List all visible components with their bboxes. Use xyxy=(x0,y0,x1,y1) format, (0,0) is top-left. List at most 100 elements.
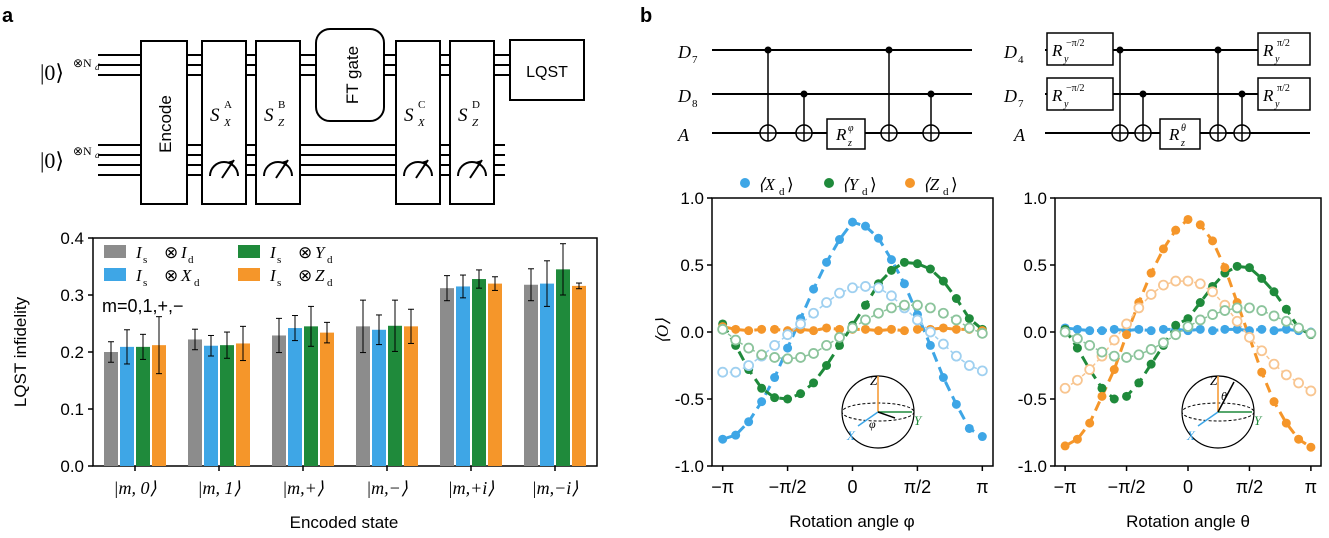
data-point xyxy=(1060,441,1070,451)
data-point xyxy=(821,339,832,351)
sxa-box xyxy=(201,40,247,205)
szb-sup: B xyxy=(278,99,285,111)
scatter-ytick-label: 1.0 xyxy=(1023,189,1047,208)
meter-arc-icon xyxy=(263,161,293,177)
data-point xyxy=(1257,367,1267,377)
ry-minus-1-sub: y xyxy=(1063,54,1069,65)
rz-theta-sup: θ xyxy=(1181,123,1186,134)
data-point xyxy=(860,314,871,326)
data-point xyxy=(938,373,948,383)
data-point xyxy=(1195,324,1205,334)
scatter-xtick-label: −π/2 xyxy=(769,477,807,497)
ft-gate-box xyxy=(315,28,385,122)
sphere-x-axis-phi xyxy=(857,411,879,427)
legend-gray-left-sub: s xyxy=(143,254,147,266)
legend-y-sub: d xyxy=(862,186,868,198)
legend-gray-op: ⊗ xyxy=(164,243,178,262)
legend-swatch-blue xyxy=(104,268,126,281)
bar-chart-axes: 0.00.10.20.30.4|m, 0⟩|m, 1⟩|m,+⟩|m,−⟩|m,… xyxy=(60,229,598,498)
data-point xyxy=(809,284,819,294)
data-point xyxy=(912,324,922,334)
bar xyxy=(204,345,218,466)
data-point xyxy=(717,366,729,378)
ry-plus-1-sub: y xyxy=(1274,54,1280,65)
wire-d8-sub: 8 xyxy=(692,98,698,110)
data-point xyxy=(1084,339,1096,351)
data-point xyxy=(899,299,910,311)
data-point xyxy=(1280,369,1292,381)
scatter-phi-marks xyxy=(717,217,988,444)
bar xyxy=(356,326,370,466)
data-point xyxy=(1170,275,1182,287)
data-point xyxy=(1231,302,1243,314)
data-point xyxy=(1232,324,1242,334)
data-point xyxy=(731,324,741,334)
sxa-label: S A X xyxy=(210,99,232,129)
rz-theta-box xyxy=(1159,118,1201,150)
legend-gray-right: I xyxy=(180,243,188,262)
data-point xyxy=(950,350,962,362)
data-point xyxy=(847,322,858,334)
szd-s: S xyxy=(458,105,468,126)
data-point xyxy=(848,217,857,227)
legend-blue-left: I xyxy=(135,266,143,285)
ry-plus-box-2 xyxy=(1257,77,1311,111)
legend-green-right: Y xyxy=(315,243,326,262)
data-point xyxy=(1122,330,1132,340)
bar xyxy=(572,285,586,466)
data-point xyxy=(1084,364,1096,375)
wire-labels-left: D 7 D 8 A xyxy=(677,42,698,145)
bar-ytick-label: 0.4 xyxy=(60,229,84,248)
data-point xyxy=(1305,385,1317,397)
data-point xyxy=(951,294,961,303)
bar xyxy=(188,339,202,466)
wire-d7-sub: 7 xyxy=(692,54,698,66)
data-point xyxy=(822,323,832,333)
bar-xtick-label: |m,−i⟩ xyxy=(532,478,579,498)
data-point xyxy=(1134,324,1144,334)
data-point xyxy=(1280,315,1292,327)
data-point xyxy=(1268,310,1280,322)
data-point xyxy=(886,302,897,314)
data-point xyxy=(1071,374,1083,386)
data-point xyxy=(860,221,870,231)
legend-dot-z xyxy=(905,178,915,188)
data-point xyxy=(1133,349,1145,361)
ket-d-label: |0⟩ xyxy=(40,60,64,85)
legend-green-right-sub: d xyxy=(327,254,333,266)
data-point xyxy=(847,282,858,294)
legend-orange-right: Z xyxy=(315,266,325,285)
data-point xyxy=(1134,378,1144,388)
legend-z-close: ⟩ xyxy=(951,175,958,194)
data-point xyxy=(1158,337,1169,349)
data-point xyxy=(899,279,909,289)
data-point xyxy=(834,287,845,299)
bar-xlabel: Encoded state xyxy=(290,513,399,532)
data-point xyxy=(1256,305,1268,316)
data-point xyxy=(1182,321,1194,333)
szb-label: S B Z xyxy=(264,99,285,129)
data-point xyxy=(809,378,819,388)
data-point xyxy=(782,353,793,365)
rz-phi-sup: φ xyxy=(848,123,854,134)
data-point xyxy=(835,324,845,334)
bar-legend: I s ⊗ I d I s ⊗ X d I s ⊗ Y d I s ⊗ Z d … xyxy=(102,243,333,316)
sphere-x-label-theta: X xyxy=(1186,428,1196,443)
legend-swatch-gray xyxy=(104,245,126,258)
scatter-xtick-label: −π/2 xyxy=(1108,477,1146,497)
data-point xyxy=(873,233,883,243)
data-point xyxy=(899,257,909,267)
bar xyxy=(524,284,538,466)
data-point xyxy=(1208,236,1218,246)
data-point xyxy=(1146,359,1156,369)
bar-ytick-label: 0.0 xyxy=(60,457,84,476)
meter-arc-icon xyxy=(457,161,487,177)
measurement-icons xyxy=(209,159,487,179)
data-point xyxy=(796,389,806,399)
data-point xyxy=(1195,298,1205,308)
data-point xyxy=(835,235,845,245)
ft-gate-label: FT gate xyxy=(343,46,362,104)
cnot-control-dot xyxy=(885,46,893,54)
